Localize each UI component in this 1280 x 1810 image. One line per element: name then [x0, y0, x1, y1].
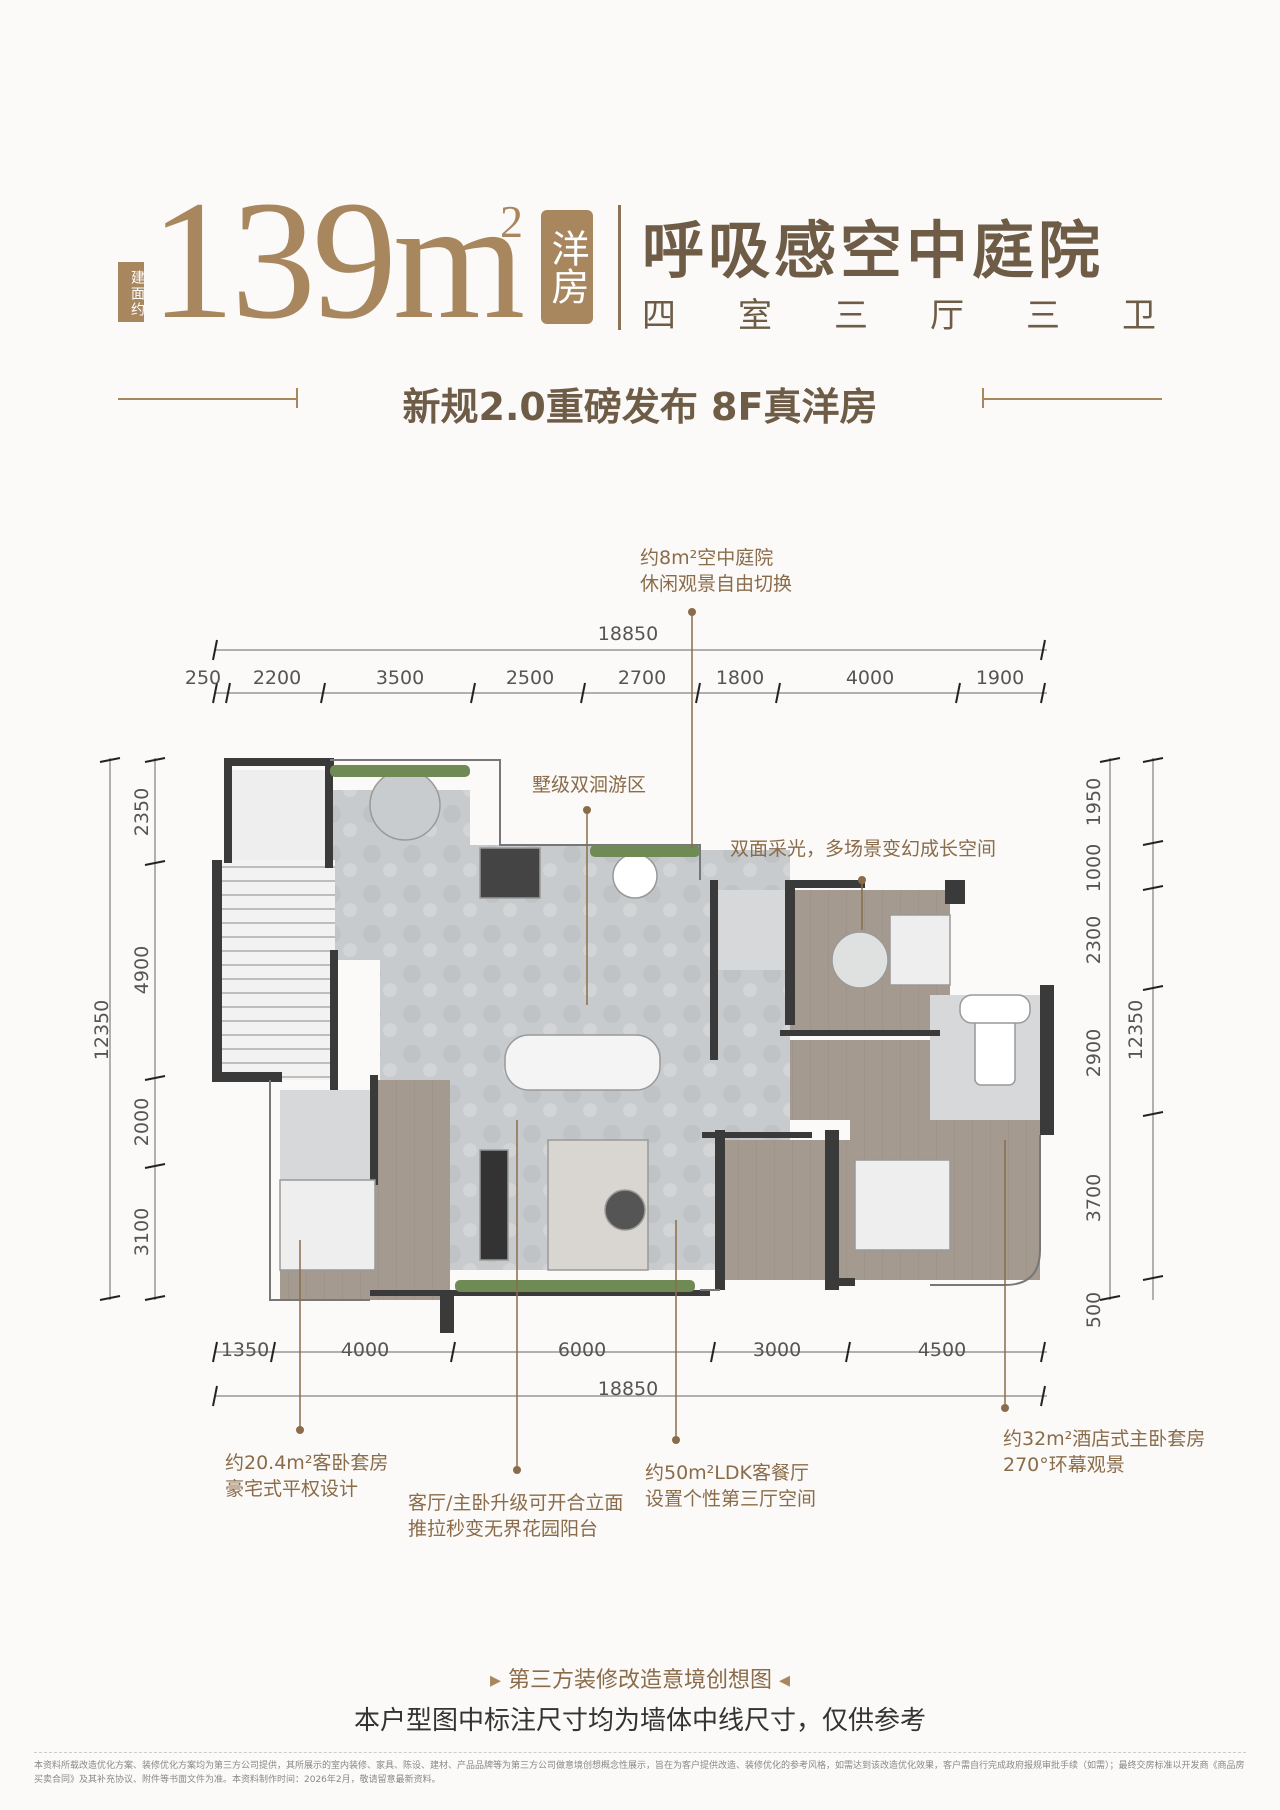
dim-right-5: 3700 — [1083, 1174, 1105, 1222]
layout-subtitle: 四室三厅三卫 — [642, 296, 1218, 336]
callout-ldk-line2: 设置个性第三厅空间 — [645, 1488, 817, 1510]
dim-top-1: 250 — [185, 667, 221, 689]
dim-top-2: 2200 — [253, 667, 301, 689]
dim-bottom-4: 3000 — [753, 1339, 801, 1361]
footer-note1-text: 第三方装修改造意境创想图 — [507, 1668, 772, 1693]
callout-guest-suite: 约20.4m²客卧套房 豪宅式平权设计 — [225, 1450, 388, 1502]
dim-right-2: 1000 — [1083, 844, 1105, 892]
callout-courtyard: 约8m²空中庭院 休闲观景自由切换 — [640, 545, 792, 597]
footer-marker-left: ▸ — [489, 1668, 508, 1693]
dim-right-6: 500 — [1083, 1292, 1105, 1328]
dimension-lines — [109, 649, 1154, 1397]
walls — [212, 758, 1054, 1333]
footer-marker-right: ◂ — [772, 1668, 791, 1693]
dim-top-8: 1900 — [976, 667, 1024, 689]
rule-tick-left — [296, 388, 298, 408]
callout-ldk: 约50m²LDK客餐厅 设置个性第三厅空间 — [645, 1460, 816, 1512]
callout-guest-line2: 豪宅式平权设计 — [225, 1478, 359, 1500]
dim-right-1: 1950 — [1083, 778, 1105, 826]
footer-note-design: ▸ 第三方装修改造意境创想图 ◂ — [0, 1662, 1280, 1694]
dim-left-total: 12350 — [91, 1000, 113, 1060]
dimension-ticks — [99, 639, 1164, 1407]
callout-guest-line1: 约20.4m²客卧套房 — [225, 1452, 389, 1474]
footer-note-dimensions: 本户型图中标注尺寸均为墙体中线尺寸，仅供参考 — [353, 1706, 926, 1736]
dim-top-4: 2500 — [506, 667, 554, 689]
release-rule-right — [982, 398, 1162, 400]
rule-tick-right — [982, 388, 984, 408]
callout-balcony-line1: 客厅/主卧升级可开合立面 — [408, 1492, 624, 1514]
plants — [330, 765, 700, 1292]
dim-top-6: 1800 — [716, 667, 764, 689]
dim-right-total: 12350 — [1125, 1000, 1147, 1060]
area-superscript: 2 — [500, 196, 523, 247]
dim-left-1: 2350 — [131, 788, 153, 836]
dim-left-4: 3100 — [131, 1208, 153, 1256]
callout-master-line2: 270°环幕观景 — [1003, 1454, 1125, 1476]
release-headline: 新规2.0重磅发布 8F真洋房 — [402, 385, 878, 429]
callout-courtyard-line1: 约8m²空中庭院 — [640, 547, 774, 569]
callout-master-line1: 约32m²酒店式主卧套房 — [1003, 1428, 1206, 1450]
dim-bottom-total: 18850 — [598, 1378, 658, 1400]
callout-dots — [296, 608, 1009, 1474]
dim-top-total: 18850 — [598, 623, 658, 645]
dim-bottom-3: 6000 — [558, 1339, 606, 1361]
type-tag: 洋房 — [541, 210, 593, 324]
dim-left-3: 2000 — [131, 1098, 153, 1146]
dim-right-4: 2900 — [1083, 1029, 1105, 1077]
dim-bottom-1: 1350 — [221, 1339, 269, 1361]
disclaimer: 本资料所载改造优化方案、装修优化方案均为第三方公司提供，其所展示的室内装修、家具… — [34, 1752, 1246, 1787]
furniture — [279, 769, 1031, 1271]
dim-bottom-5: 4500 — [918, 1339, 966, 1361]
callout-master-suite: 约32m²酒店式主卧套房 270°环幕观景 — [1003, 1426, 1205, 1478]
callout-lighting: 双面采光，多场景变幻成长空间 — [730, 838, 997, 860]
callout-balcony-line2: 推拉秒变无界花园阳台 — [408, 1518, 599, 1540]
release-rule-left — [118, 398, 298, 400]
dim-top-5: 2700 — [618, 667, 666, 689]
title-divider — [618, 205, 621, 330]
callout-ldk-line1: 约50m²LDK客餐厅 — [645, 1462, 809, 1484]
dim-right-3: 2300 — [1083, 916, 1105, 964]
callout-loop-zone: 墅级双洄游区 — [532, 774, 647, 796]
callout-courtyard-line2: 休闲观景自由切换 — [640, 573, 793, 595]
dim-bottom-2: 4000 — [341, 1339, 389, 1361]
area-value: 139m — [150, 166, 525, 354]
dim-left-2: 4900 — [131, 946, 153, 994]
dim-top-7: 4000 — [846, 667, 894, 689]
area-prefix-tag: 建面约 — [118, 262, 145, 322]
callout-balcony: 客厅/主卧升级可开合立面 推拉秒变无界花园阳台 — [408, 1490, 623, 1542]
dim-top-3: 3500 — [376, 667, 424, 689]
page-title: 呼吸感空中庭院 — [642, 214, 1105, 287]
callout-leaders — [299, 612, 1006, 1470]
